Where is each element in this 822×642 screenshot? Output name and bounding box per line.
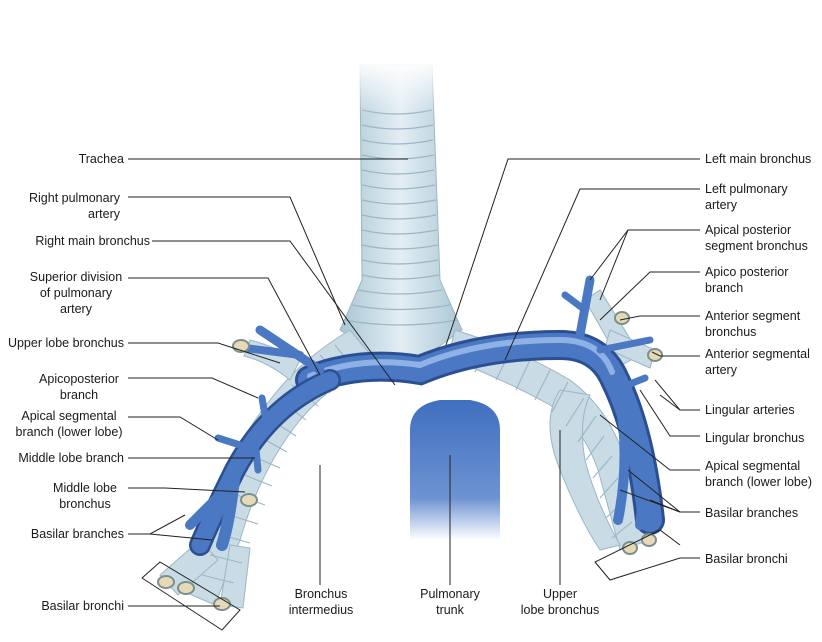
label-apico-posterior-branch: Apico posterior branch [705, 265, 789, 295]
label-middle-lobe-branch: Middle lobe branch [18, 451, 124, 465]
label-basilar-branches-left: Basilar branches [705, 506, 799, 520]
leader-lines [128, 158, 700, 631]
label-upper-lobe-bronchus-bottom: Upper lobe bronchus [520, 587, 600, 617]
label-right-pulmonary-artery: Right pulmonary artery [28, 191, 120, 221]
bronchus-cut-ends [157, 311, 663, 611]
label-apical-posterior-segment-bronchus: Apical posterior segment bronchus [705, 223, 808, 253]
pulmonary-artery-shapes [185, 275, 665, 556]
label-bronchus-intermedius: Bronchus intermedius [288, 587, 354, 617]
label-anterior-segmental-artery: Anterior segmental artery [705, 347, 810, 377]
label-upper-lobe-bronchus: Upper lobe bronchus [7, 336, 124, 350]
label-lingular-arteries: Lingular arteries [705, 403, 795, 417]
label-apical-segmental-right: Apical segmental branch (lower lobe) [15, 409, 123, 439]
label-middle-lobe-bronchus: Middle lobe bronchus [53, 481, 117, 511]
label-anterior-segment-bronchus: Anterior segment bronchus [705, 309, 801, 339]
trachea-shape [339, 60, 463, 361]
label-apical-segmental-left: Apical segmental branch (lower lobe) [705, 459, 812, 489]
label-basilar-bronchi-left: Basilar bronchi [705, 552, 788, 566]
label-left-main-bronchus: Left main bronchus [705, 152, 812, 166]
label-apicoposterior-branch: Apicoposterior branch [39, 372, 119, 402]
label-right-main-bronchus: Right main bronchus [35, 234, 150, 248]
pulmonary-trunk-shape [410, 400, 500, 540]
label-left-pulmonary-artery: Left pulmonary artery [705, 182, 788, 212]
label-basilar-branches-right: Basilar branches [30, 527, 124, 541]
label-lingular-bronchus: Lingular bronchus [705, 431, 805, 445]
label-trachea: Trachea [78, 152, 124, 166]
label-basilar-bronchi-right: Basilar bronchi [41, 599, 124, 613]
label-pulmonary-trunk: Pulmonary trunk [420, 587, 480, 617]
label-superior-division: Superior division of pulmonary artery [29, 270, 123, 316]
